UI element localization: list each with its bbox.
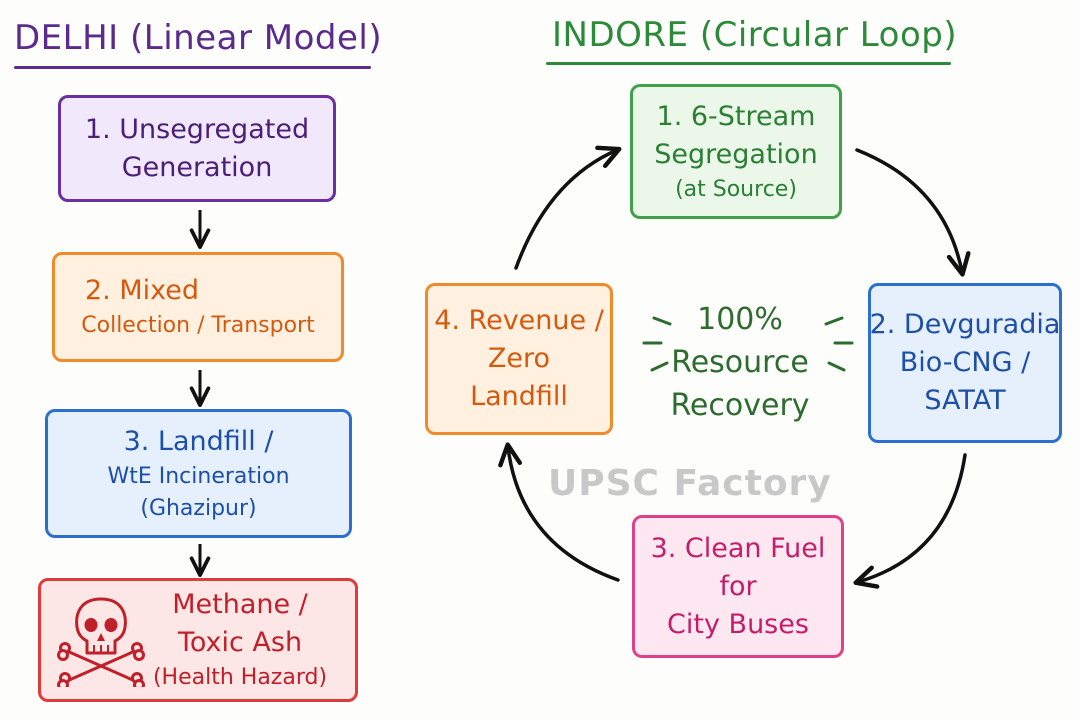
delhi-title-underline xyxy=(14,66,371,69)
center-line-2: Resource xyxy=(671,345,809,380)
delhi-step-2-line-1: 2. Mixed xyxy=(85,275,200,306)
delhi-step-3: 3. Landfill / WtE Incineration (Ghazipur… xyxy=(45,409,352,538)
indore-step-1-line-2: Segregation xyxy=(654,138,818,170)
center-line-1: 100% xyxy=(697,302,783,337)
indore-step-4-line-1: 4. Revenue / xyxy=(434,305,604,336)
delhi-step-4: Methane / Toxic Ash (Health Hazard) xyxy=(38,578,358,702)
indore-step-2-line-2: Bio-CNG / xyxy=(899,347,1031,378)
delhi-step-3-line-3: (Ghazipur) xyxy=(140,495,257,521)
indore-step-1-line-3: (at Source) xyxy=(675,176,797,202)
center-line-3: Recovery xyxy=(670,388,810,423)
indore-step-2-line-1: 2. Devguradia xyxy=(869,309,1061,340)
center-resource-recovery: 100% Resource Recovery xyxy=(660,298,820,427)
indore-step-1: 1. 6-Stream Segregation (at Source) xyxy=(630,84,842,219)
indore-arrow-2-3 xyxy=(853,453,967,589)
delhi-step-4-line-1: Methane / xyxy=(172,589,308,620)
skull-crossbones-icon xyxy=(57,597,145,687)
delhi-step-3-line-1: 3. Landfill / xyxy=(123,425,274,457)
indore-arrow-1-2 xyxy=(855,148,971,277)
indore-step-2: 2. Devguradia Bio-CNG / SATAT xyxy=(868,283,1062,443)
delhi-step-2: 2. Mixed Collection / Transport xyxy=(52,252,344,362)
indore-step-3-line-3: City Buses xyxy=(667,608,809,640)
delhi-step-4-line-3: (Health Hazard) xyxy=(152,665,328,690)
delhi-step-1-line-1: 1. Unsegregated xyxy=(84,113,310,145)
indore-step-4: 4. Revenue / Zero Landfill xyxy=(425,283,613,435)
indore-arrow-3-4 xyxy=(498,442,620,582)
indore-title-underline xyxy=(546,62,951,65)
delhi-step-1-line-2: Generation xyxy=(121,151,273,183)
delhi-step-3-line-2: WtE Incineration xyxy=(107,463,290,489)
indore-step-3: 3. Clean Fuel for City Buses xyxy=(632,515,844,658)
indore-step-1-line-1: 1. 6-Stream xyxy=(656,100,816,132)
delhi-step-2-line-2: Collection / Transport xyxy=(81,313,315,338)
delhi-step-1: 1. Unsegregated Generation xyxy=(58,95,336,202)
watermark-text: UPSC Factory xyxy=(548,463,832,504)
indore-step-3-line-2: for xyxy=(719,570,757,602)
indore-title: INDORE (Circular Loop) xyxy=(552,15,958,55)
delhi-step-4-line-2: Toxic Ash xyxy=(177,627,303,658)
indore-step-4-line-3: Landfill xyxy=(470,381,568,412)
indore-step-2-line-3: SATAT xyxy=(924,385,1006,416)
indore-step-3-line-1: 3. Clean Fuel xyxy=(650,532,826,564)
delhi-title: DELHI (Linear Model) xyxy=(14,18,383,58)
indore-arrow-4-1 xyxy=(514,145,622,270)
indore-step-4-line-2: Zero xyxy=(487,343,551,374)
center-burst-marks xyxy=(642,316,854,372)
